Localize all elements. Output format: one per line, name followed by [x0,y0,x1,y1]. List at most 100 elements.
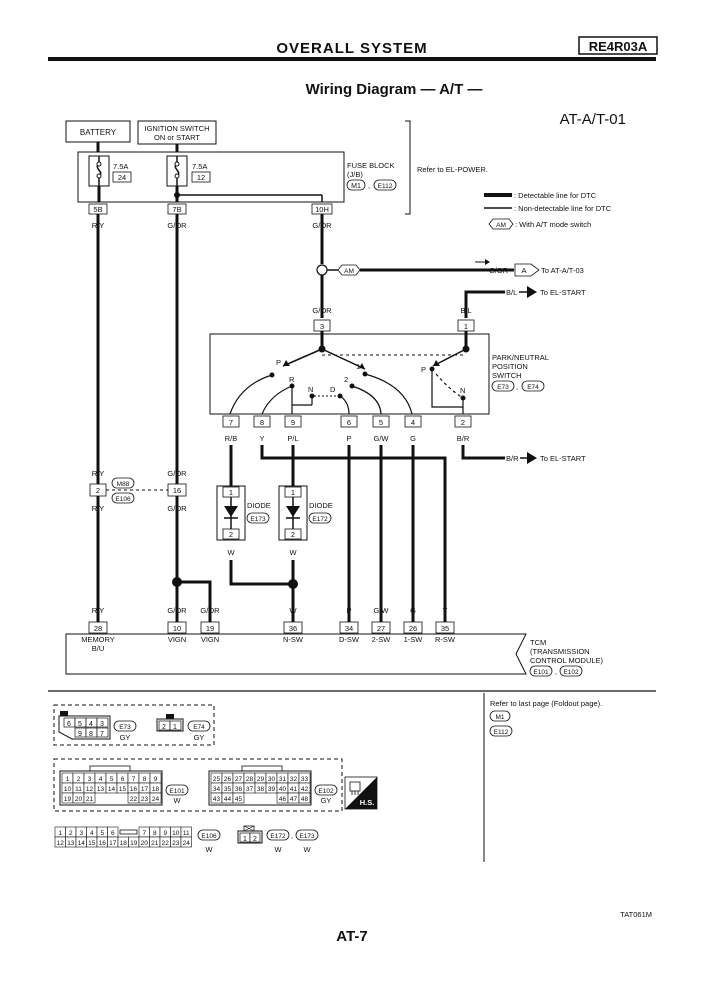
battery-label: BATTERY [80,128,117,137]
switch2-label-n: N [460,386,465,395]
page-number: AT-7 [336,928,367,945]
e102-pin-41: 41 [290,786,298,793]
conn-separator: , [555,669,557,676]
e101-label: E101 [169,788,185,795]
e74-label: E74 [193,724,205,731]
tcm-wire-35: Y [442,606,447,615]
w-junction [288,579,298,589]
e101-pin-22: 22 [130,796,138,803]
e101-pin-7: 7 [132,776,136,783]
e106-color: W [205,845,213,854]
tcm-signal-dsw: D-SW [339,635,360,644]
e106-pin-24-cell [180,836,192,848]
e101-pin-17: 17 [141,786,149,793]
fuse-1-num: 24 [118,173,126,182]
legend-am-text: : With A/T mode switch [515,220,591,229]
e172-pin-1: 1 [243,836,247,843]
to-at03-label: To AT-A/T-03 [541,266,584,275]
refer-last-page: Refer to last page (Foldout page). [490,699,602,708]
harness-side-icon: H.S. [344,776,378,810]
e101-pin-24: 24 [152,796,160,803]
e102-pin-35: 35 [224,786,232,793]
fuse-pin-10h: 10H [315,205,329,214]
tcm-conn-e101: E101 [533,669,549,676]
wire-label-gor-jc-2: G/OR [167,504,187,513]
diode-2-symbol [286,506,300,517]
tcm-pin-19: 19 [206,624,214,633]
wire-label-br-2: B/R [506,454,519,463]
switch-label-2: 2 [344,375,348,384]
e102-pin-46: 46 [279,796,287,803]
tcm-signal-vign-1: VIGN [168,635,186,644]
e102-pin-26: 26 [224,776,232,783]
e73-pin-6: 6 [67,721,71,728]
pnp-pin-7: 7 [229,418,233,427]
diode-2-pin-2: 2 [291,530,295,539]
fuse-block-conn-m1-label: M1 [351,183,361,190]
connector-e172-e173: 1 2 E172 , W E173 W [237,825,319,854]
e101-pin-3: 3 [88,776,92,783]
e106-pin-8: 8 [153,830,157,837]
e102-color: GY [321,796,332,805]
e101-pin-21: 21 [86,796,94,803]
e101-pin-21-cell [83,792,96,804]
to-el-start-2: To EL-START [540,454,586,463]
fuse-1-amp: 7.5A [113,162,128,171]
e106-pin-7: 7 [142,830,146,837]
fuse-block: 7.5A 24 7.5A 12 FUSE BLOCK (J/B) M1 , E1… [77,151,397,203]
wire-label-br: B/R [457,434,470,443]
e74-pin-2: 2 [162,724,166,731]
model-code: RE4R03A [589,39,648,54]
e106-pin-1: 1 [58,830,62,837]
e101-color: W [173,796,181,805]
e102-pin-45-cell [232,792,245,804]
diode-1-label: DIODE [247,501,271,510]
ignition-label-1: IGNITION SWITCH [145,124,210,133]
e102-pin-42: 42 [301,786,309,793]
wire-label-gor-pnp: G/OR [312,306,332,315]
wire-label-g: G [410,434,416,443]
pnp-conn-e73: E73 [497,384,509,391]
switch-label-d: D [330,385,336,394]
e106-pin-21: 21 [151,840,159,847]
tcm-wire-10: G/OR [167,606,187,615]
pnp-pin-4: 4 [411,418,415,427]
e102-pin-45: 45 [235,796,243,803]
tcm-pin-27: 27 [377,624,385,633]
wire-label-gw: G/W [374,434,390,443]
legend-detectable: : Detectable line for DTC [514,191,597,200]
line-legend: : Detectable line for DTC : Non-detectab… [484,191,612,230]
fuse-pin-7b: 7B [172,205,181,214]
tcm-wire-34: P [346,606,351,615]
e172-color: W [274,845,282,854]
pnp-pin-8: 8 [260,418,264,427]
e102-pin-27: 27 [235,776,243,783]
e106-pin-17: 17 [109,840,117,847]
wire-label-w-1: W [227,548,235,557]
e101-pin-16: 16 [130,786,138,793]
e102-pin-36: 36 [235,786,243,793]
e101-pin-6: 6 [121,776,125,783]
e106-pin-20: 20 [141,840,149,847]
e172-label: E172 [270,833,286,840]
pnp-pin-3: 3 [320,322,324,331]
diode-1-symbol [224,506,238,517]
tcm-pin-36: 36 [289,624,297,633]
pnp-bottom-pins: 7 8 9 6 5 4 2 [222,415,472,428]
wire-label-ry-jc-2: R/Y [92,504,105,513]
refer-el-power: Refer to EL-POWER. [417,165,488,174]
tcm-module: MEMORY B/U VIGN VIGN N-SW D-SW 2-SW 1-SW… [65,633,604,677]
wire-label-p: P [346,434,351,443]
e101-pin-11: 11 [75,786,82,793]
diode-1-pin-1: 1 [229,488,233,497]
diode-2-conn: E172 [312,516,328,523]
e74-color: GY [194,733,205,742]
wire-label-rb: R/B [225,434,238,443]
tcm-signal-rsw: R-SW [435,635,456,644]
connector-e74: 2 1 E74 GY [156,714,211,742]
e102-label: E102 [318,788,334,795]
